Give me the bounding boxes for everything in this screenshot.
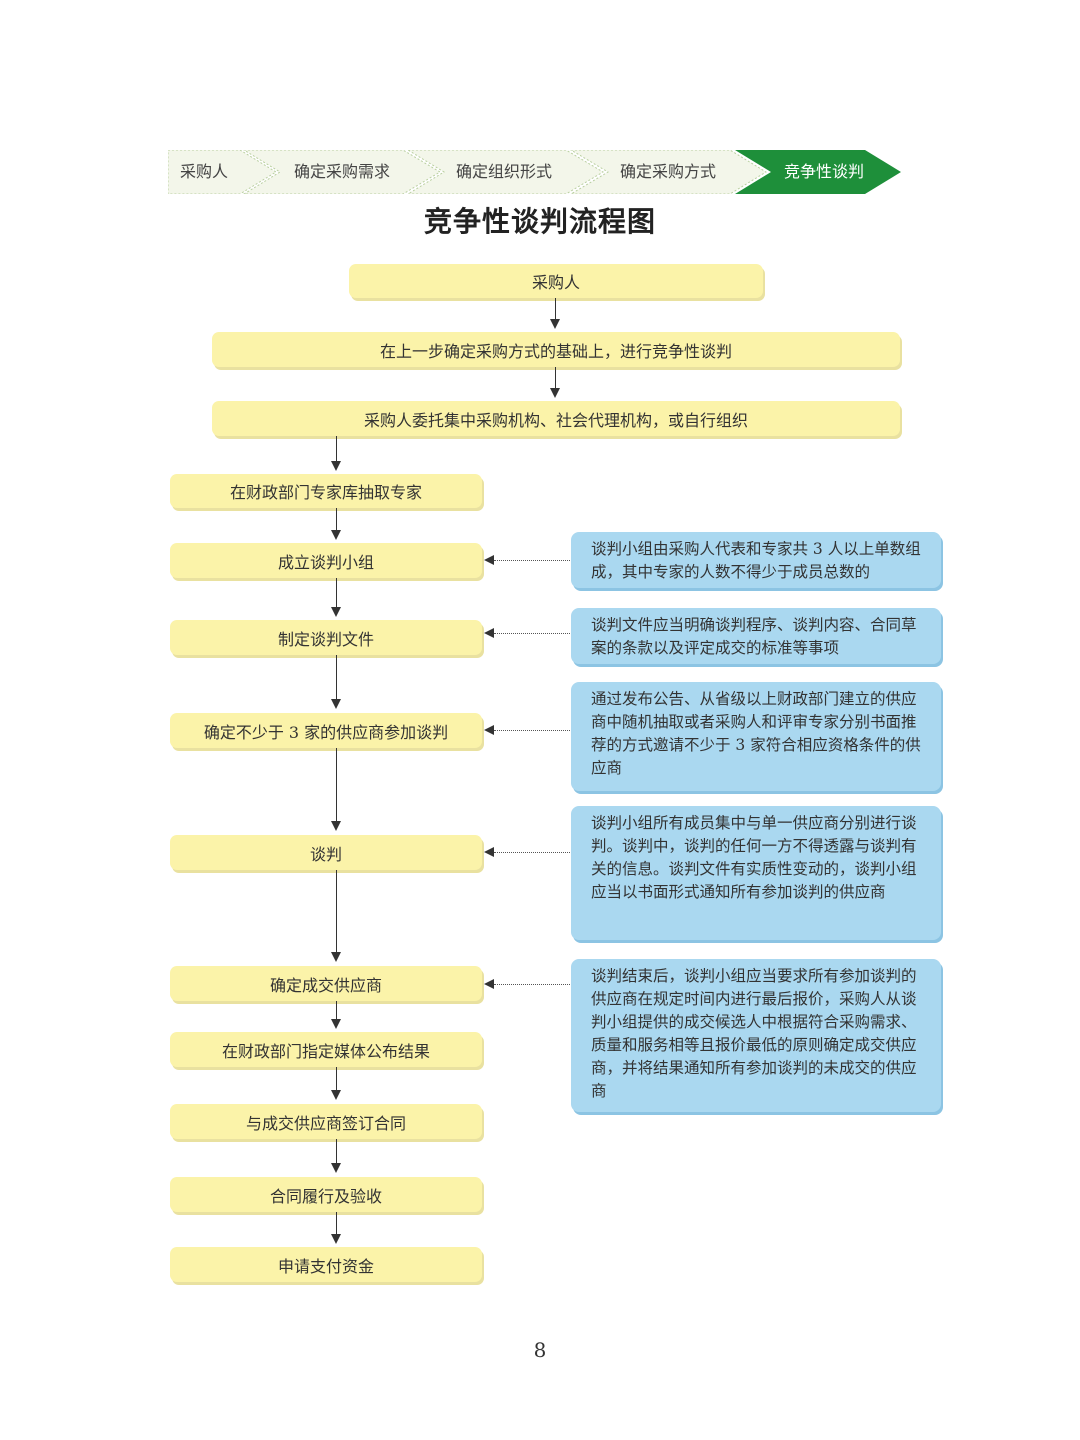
breadcrumb-step-1: 采购人 <box>180 162 229 181</box>
connector-line <box>336 1001 337 1020</box>
arrow-down-icon <box>550 388 560 398</box>
breadcrumb-step-4: 确定采购方式 <box>620 162 717 181</box>
arrow-down-icon <box>331 530 341 540</box>
connector-line <box>336 508 337 531</box>
flow-step-organizer: 采购人委托集中采购机构、社会代理机构，或自行组织 <box>212 401 900 436</box>
note-final-offer: 谈判结束后，谈判小组应当要求所有参加谈判的供应商在规定时间内进行最后报价，采购人… <box>571 959 941 1112</box>
arrow-left-icon <box>484 555 494 565</box>
connector-line <box>336 748 337 822</box>
connector-line <box>336 578 337 608</box>
breadcrumb-step-5: 竞争性谈判 <box>784 162 865 181</box>
flow-step-7: 在财政部门指定媒体公布结果 <box>170 1032 482 1067</box>
note-connector <box>494 852 570 853</box>
arrow-left-icon <box>484 847 494 857</box>
flow-step-2: 成立谈判小组 <box>170 543 482 578</box>
flow-step-8: 与成交供应商签订合同 <box>170 1104 482 1139</box>
note-connector <box>494 633 570 634</box>
breadcrumb-chevrons <box>168 150 901 194</box>
note-negotiation-document: 谈判文件应当明确谈判程序、谈判内容、合同草案的条款以及评定成交的标准等事项 <box>571 608 941 664</box>
breadcrumb-step-3: 确定组织形式 <box>456 162 553 181</box>
breadcrumb-chevron-5-active <box>735 150 901 194</box>
breadcrumb-chevron-3 <box>407 150 604 194</box>
flow-step-1: 在财政部门专家库抽取专家 <box>170 474 482 508</box>
flow-step-5: 谈判 <box>170 835 482 870</box>
arrow-left-icon <box>484 725 494 735</box>
connector-line <box>555 367 556 389</box>
breadcrumb-step-2: 确定采购需求 <box>294 162 391 181</box>
arrow-down-icon <box>331 952 341 962</box>
arrow-down-icon <box>331 461 341 471</box>
flow-step-10: 申请支付资金 <box>170 1247 482 1282</box>
page-number: 8 <box>533 1338 547 1362</box>
flow-step-9: 合同履行及验收 <box>170 1177 482 1212</box>
breadcrumb-chevron-1 <box>168 150 277 194</box>
breadcrumb-chevron-2 <box>243 150 441 194</box>
flow-step-purchaser: 采购人 <box>349 264 763 298</box>
note-panel-composition: 谈判小组由采购人代表和专家共 3 人以上单数组成，其中专家的人数不得少于成员总数… <box>571 532 941 588</box>
arrow-down-icon <box>550 319 560 329</box>
note-connector <box>494 560 570 561</box>
connector-line <box>336 1067 337 1091</box>
connector-line <box>336 436 337 462</box>
connector-line <box>336 870 337 953</box>
note-negotiation-rules: 谈判小组所有成员集中与单一供应商分别进行谈判。谈判中，谈判的任何一方不得透露与谈… <box>571 806 941 940</box>
breadcrumb: 采购人 确定采购需求 确定组织形式 确定采购方式 竞争性谈判 <box>168 150 903 194</box>
note-supplier-invitation: 通过发布公告、从省级以上财政部门建立的供应商中随机抽取或者采购人和评审专家分别书… <box>571 682 941 791</box>
connector-line <box>336 1139 337 1164</box>
arrow-down-icon <box>331 1163 341 1173</box>
arrow-left-icon <box>484 628 494 638</box>
arrow-down-icon <box>331 699 341 709</box>
arrow-down-icon <box>331 607 341 617</box>
flow-step-4: 确定不少于 3 家的供应商参加谈判 <box>170 713 482 748</box>
flow-step-3: 制定谈判文件 <box>170 620 482 655</box>
arrow-left-icon <box>484 979 494 989</box>
arrow-down-icon <box>331 1019 341 1029</box>
flow-step-start-negotiation: 在上一步确定采购方式的基础上，进行竞争性谈判 <box>212 332 900 367</box>
note-connector <box>494 730 570 731</box>
arrow-down-icon <box>331 1090 341 1100</box>
connector-line <box>336 1212 337 1235</box>
note-connector <box>494 984 570 985</box>
connector-line <box>555 298 556 320</box>
flow-step-6: 确定成交供应商 <box>170 966 482 1001</box>
arrow-down-icon <box>331 1234 341 1244</box>
connector-line <box>336 655 337 700</box>
arrow-down-icon <box>331 821 341 831</box>
page-title: 竞争性谈判流程图 <box>423 205 656 238</box>
breadcrumb-chevron-4 <box>570 150 767 194</box>
